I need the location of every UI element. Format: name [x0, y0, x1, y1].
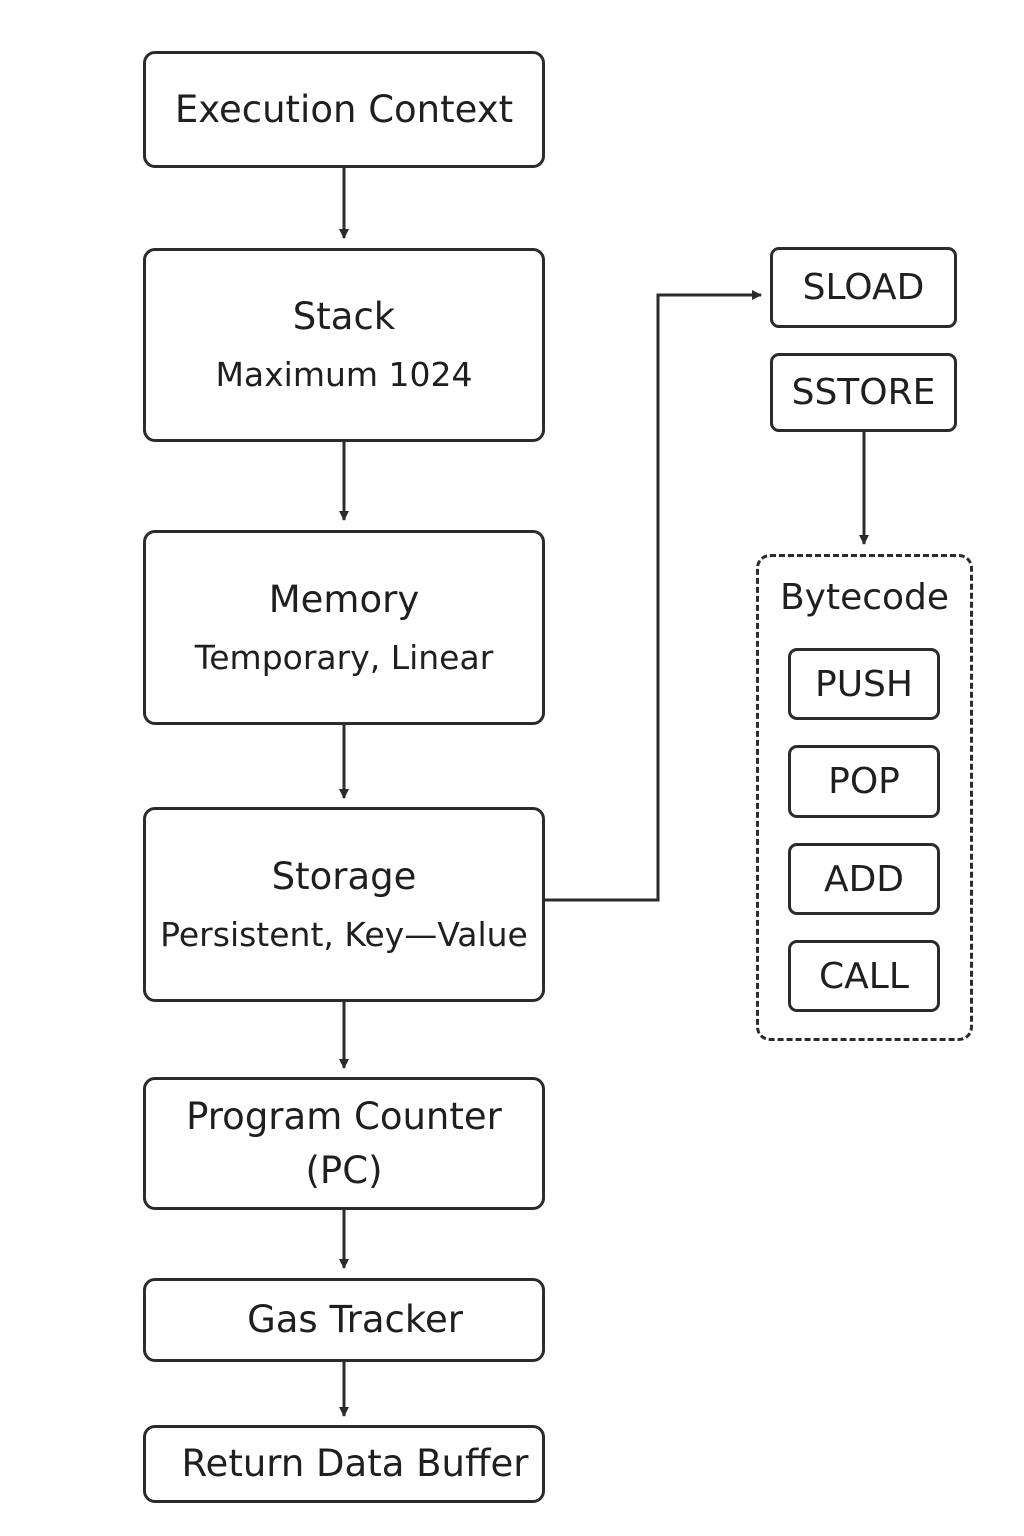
sstore-box: SSTORE: [770, 353, 957, 432]
stack-box: Stack Maximum 1024: [143, 248, 545, 442]
program-counter-title: Program Counter: [186, 1094, 502, 1138]
arrow-storage-to-sload: [545, 290, 762, 902]
opcode-call-label: CALL: [819, 955, 909, 997]
opcode-pop-label: POP: [828, 761, 900, 802]
memory-title: Memory: [268, 577, 420, 621]
bytecode-group: Bytecode: [756, 554, 973, 1041]
opcode-call-box: CALL: [788, 940, 940, 1012]
execution-context-title: Execution Context: [174, 87, 514, 131]
opcode-push-box: PUSH: [788, 648, 940, 720]
return-data-buffer-box: Return Data Buffer: [143, 1425, 545, 1503]
memory-box: Memory Temporary, Linear: [143, 530, 545, 725]
program-counter-box: Program Counter (PC): [143, 1077, 545, 1210]
bytecode-label: Bytecode: [779, 577, 950, 618]
storage-box: Storage Persistent, Key—Value: [143, 807, 545, 1002]
gas-tracker-box: Gas Tracker: [143, 1278, 545, 1362]
stack-title: Stack: [292, 295, 396, 338]
program-counter-abbrev: (PC): [305, 1148, 383, 1192]
return-data-buffer-title: Return Data Buffer: [181, 1442, 529, 1485]
sstore-label: SSTORE: [791, 372, 936, 413]
storage-title: Storage: [271, 854, 417, 898]
opcode-add-label: ADD: [823, 858, 905, 900]
execution-context-box: Execution Context: [143, 51, 545, 168]
storage-subtitle: Persistent, Key—Value: [160, 914, 528, 954]
sload-label: SLOAD: [802, 267, 925, 308]
opcode-pop-box: POP: [788, 745, 940, 818]
memory-subtitle: Temporary, Linear: [194, 637, 494, 677]
opcode-push-label: PUSH: [815, 663, 913, 705]
opcode-add-box: ADD: [788, 843, 940, 915]
stack-subtitle: Maximum 1024: [215, 355, 473, 394]
sload-box: SLOAD: [770, 247, 957, 328]
gas-tracker-title: Gas Tracker: [247, 1298, 463, 1341]
